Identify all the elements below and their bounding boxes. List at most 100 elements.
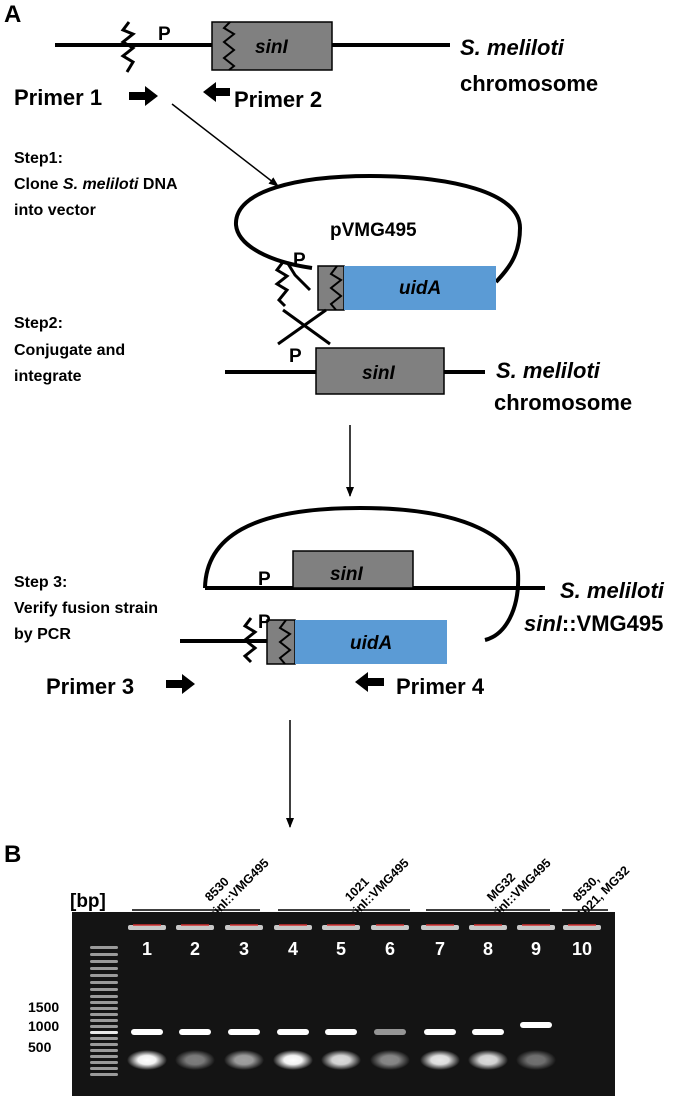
ladder-band [90, 1049, 118, 1052]
step1-line2: Clone S. meliloti DNA [14, 176, 178, 193]
step1-text: Step1: Clone S. meliloti DNA into vector [14, 150, 178, 219]
step1-arrow [171, 103, 279, 187]
ladder-band [90, 1037, 118, 1040]
gel-bands [127, 1022, 556, 1070]
ladder-band [90, 1067, 118, 1070]
gel-well [128, 925, 166, 930]
product-band [424, 1029, 456, 1035]
product-band [179, 1029, 211, 1035]
integrated-fusion-diagram: P sinI P uidA S. meliloti sinI::VMG495 [180, 505, 665, 665]
gel-well [563, 925, 601, 930]
top-sini-squiggle [222, 21, 236, 71]
primer-dimer-band [224, 1050, 264, 1070]
middle-organism-label: S. meliloti [496, 358, 601, 383]
primer-dimer-band [370, 1050, 410, 1070]
middle-chromosome-diagram: P sinI S. meliloti chromosome [225, 346, 632, 415]
middle-gene-label: sinI [362, 363, 395, 384]
ladder-band [90, 974, 118, 977]
product-band [520, 1022, 552, 1028]
plasmid-squiggle [274, 261, 290, 308]
ladder-lane [90, 946, 118, 1076]
primer-dimer-band [420, 1050, 460, 1070]
bottom-organism-label: S. meliloti [560, 578, 665, 603]
top-insertion-squiggle [120, 21, 136, 73]
primer-2-arrow [203, 82, 230, 102]
ladder-band [90, 1019, 118, 1022]
primer-4-arrow [355, 672, 384, 692]
ladder-band [90, 981, 118, 984]
lane-number: 1 [142, 939, 152, 959]
primer-dimer-band [273, 1050, 313, 1070]
step2-line3: integrate [14, 368, 82, 385]
crossover-x [277, 308, 331, 346]
plasmid-name-label: pVMG495 [330, 220, 417, 241]
primer-dimer-band [127, 1050, 167, 1070]
middle-chromosome-label: chromosome [494, 390, 632, 415]
ladder-band [90, 995, 118, 998]
primer-dimer-band [321, 1050, 361, 1070]
ladder-band [90, 1043, 118, 1046]
step1-line1: Step1: [14, 150, 63, 167]
plasmid-uida-box [344, 266, 496, 310]
gel-well [176, 925, 214, 930]
ladder-label-1500: 1500 [28, 999, 59, 1015]
ladder-band [90, 988, 118, 991]
ladder-band [90, 946, 118, 949]
top-organism-label: S. meliloti [460, 35, 565, 60]
middle-sini-box [315, 347, 445, 395]
product-band [131, 1029, 163, 1035]
lane-number: 2 [190, 939, 200, 959]
gel-well [469, 925, 507, 930]
ladder-band [90, 1013, 118, 1016]
step3-line2: Verify fusion strain [14, 600, 158, 617]
gel-well [274, 925, 312, 930]
ladder-band [90, 960, 118, 963]
bottom-reporter-label: uidA [350, 633, 392, 654]
ladder-label-1000: 1000 [28, 1018, 59, 1034]
primer-dimer-band [516, 1050, 556, 1070]
top-sini-box [211, 21, 333, 71]
ladder-band [90, 967, 118, 970]
bottom-gene-label: sinI [330, 564, 363, 585]
lane-number: 7 [435, 939, 445, 959]
step2-line1: Step2: [14, 315, 63, 332]
lane-number: 10 [572, 939, 592, 959]
step3-line3: by PCR [14, 626, 71, 643]
gel-well [322, 925, 360, 930]
gel-well [421, 925, 459, 930]
gel-well [517, 925, 555, 930]
top-chromosome-label: chromosome [460, 71, 598, 96]
step3-line1: Step 3: [14, 574, 67, 591]
primer-dimer-band [468, 1050, 508, 1070]
panel-b-label: B [4, 841, 21, 868]
product-band [472, 1029, 504, 1035]
primer-1-arrow [129, 86, 158, 106]
lane-number: 3 [239, 939, 249, 959]
ladder-band [90, 1073, 118, 1076]
ladder-band [90, 1007, 118, 1010]
bp-label: [bp] [70, 891, 106, 912]
gel-well [371, 925, 409, 930]
ladder-band [90, 1055, 118, 1058]
bottom-fusion-label: sinI::VMG495 [524, 611, 663, 636]
top-chromosome-diagram: P sinI S. meliloti chromosome [55, 21, 598, 96]
panel-a-label: A [4, 1, 21, 28]
top-gene-label: sinI [255, 37, 288, 58]
product-band [374, 1029, 406, 1035]
ladder-band [90, 1001, 118, 1004]
ladder-band [90, 1025, 118, 1028]
primer-3-label: Primer 3 [46, 674, 134, 699]
group-label-4: 8530, 1021, MG32 [570, 863, 632, 922]
ladder-label-500: 500 [28, 1039, 52, 1055]
lane-number: 4 [288, 939, 298, 959]
step1-line3: into vector [14, 202, 96, 219]
ladder-band [90, 1031, 118, 1034]
primer-dimer-band [175, 1050, 215, 1070]
bottom-promoter-label: P [258, 612, 271, 633]
plasmid-pvmg495: pVMG495 P uidA [233, 173, 523, 311]
lane-number: 9 [531, 939, 541, 959]
bottom-uida-box [295, 620, 447, 664]
ladder-band [90, 953, 118, 956]
